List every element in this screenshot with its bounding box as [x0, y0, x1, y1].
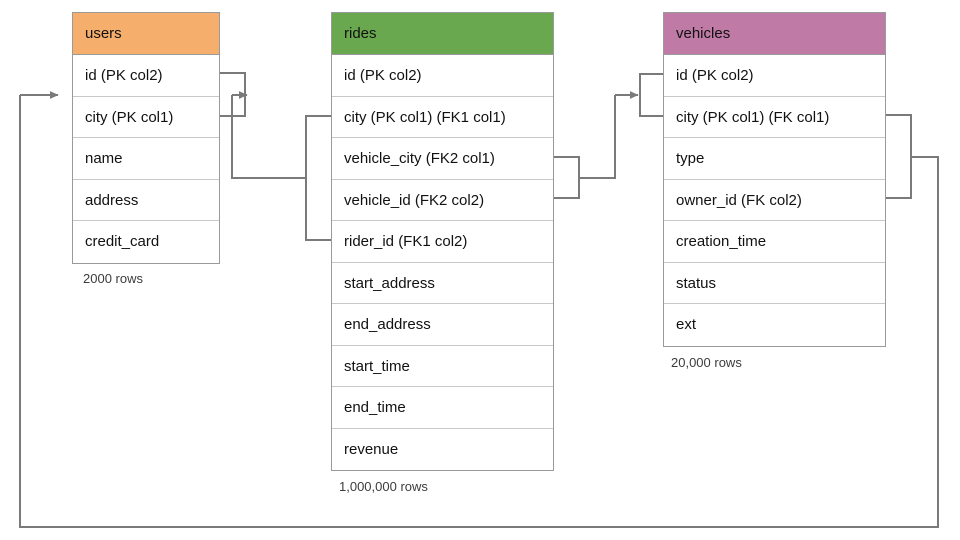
table-vehicles-column-city[interactable]: city (PK col1) (FK col1)	[664, 97, 885, 138]
table-vehicles-column-status[interactable]: status	[664, 263, 885, 304]
table-vehicles-column-id[interactable]: id (PK col2)	[664, 55, 885, 97]
table-vehicles[interactable]: vehicles id (PK col2) city (PK col1) (FK…	[663, 12, 886, 347]
table-rides-column-city[interactable]: city (PK col1) (FK1 col1)	[332, 97, 553, 138]
table-rides-column-id[interactable]: id (PK col2)	[332, 55, 553, 97]
table-rides-column-rider-id[interactable]: rider_id (FK1 col2)	[332, 221, 553, 263]
table-rides-column-revenue[interactable]: revenue	[344, 440, 399, 458]
table-rides-column-end-address[interactable]: end_address	[332, 304, 553, 346]
link-rides-rider-to-users	[220, 72, 331, 241]
table-users-column-address[interactable]: address	[73, 180, 219, 221]
table-users-row-count: 2000 rows	[83, 271, 143, 286]
table-users[interactable]: users id (PK col2) city (PK col1) name a…	[72, 12, 220, 264]
table-rides-row-count: 1,000,000 rows	[339, 479, 428, 494]
table-users-column-id[interactable]: id (PK col2)	[73, 55, 219, 97]
table-rides[interactable]: rides id (PK col2) city (PK col1) (FK1 c…	[331, 12, 554, 471]
table-vehicles-column-type[interactable]: type	[664, 138, 885, 180]
table-vehicles-column-creation-time[interactable]: creation_time	[664, 221, 885, 263]
table-users-column-name[interactable]: name	[73, 138, 219, 180]
table-rides-column-start-time[interactable]: start_time	[332, 346, 553, 387]
table-vehicles-row-count: 20,000 rows	[671, 355, 742, 370]
table-rides-column-vehicle-id[interactable]: vehicle_id (FK2 col2)	[332, 180, 553, 221]
table-vehicles-column-ext[interactable]: ext	[676, 316, 697, 333]
table-rides-header: rides	[332, 13, 553, 55]
table-vehicles-header: vehicles	[664, 13, 885, 55]
table-rides-column-end-time[interactable]: end_time	[332, 387, 553, 429]
link-rides-vehicle-to-vehicles	[554, 73, 663, 199]
table-vehicles-column-owner-id[interactable]: owner_id (FK col2)	[664, 180, 885, 221]
table-rides-column-vehicle-city[interactable]: vehicle_city (FK2 col1)	[332, 138, 553, 180]
table-rides-column-start-address[interactable]: start_address	[332, 263, 553, 304]
table-users-header: users	[73, 13, 219, 55]
table-users-column-credit-card[interactable]: credit_card	[85, 233, 160, 250]
table-users-column-city[interactable]: city (PK col1)	[73, 97, 219, 138]
